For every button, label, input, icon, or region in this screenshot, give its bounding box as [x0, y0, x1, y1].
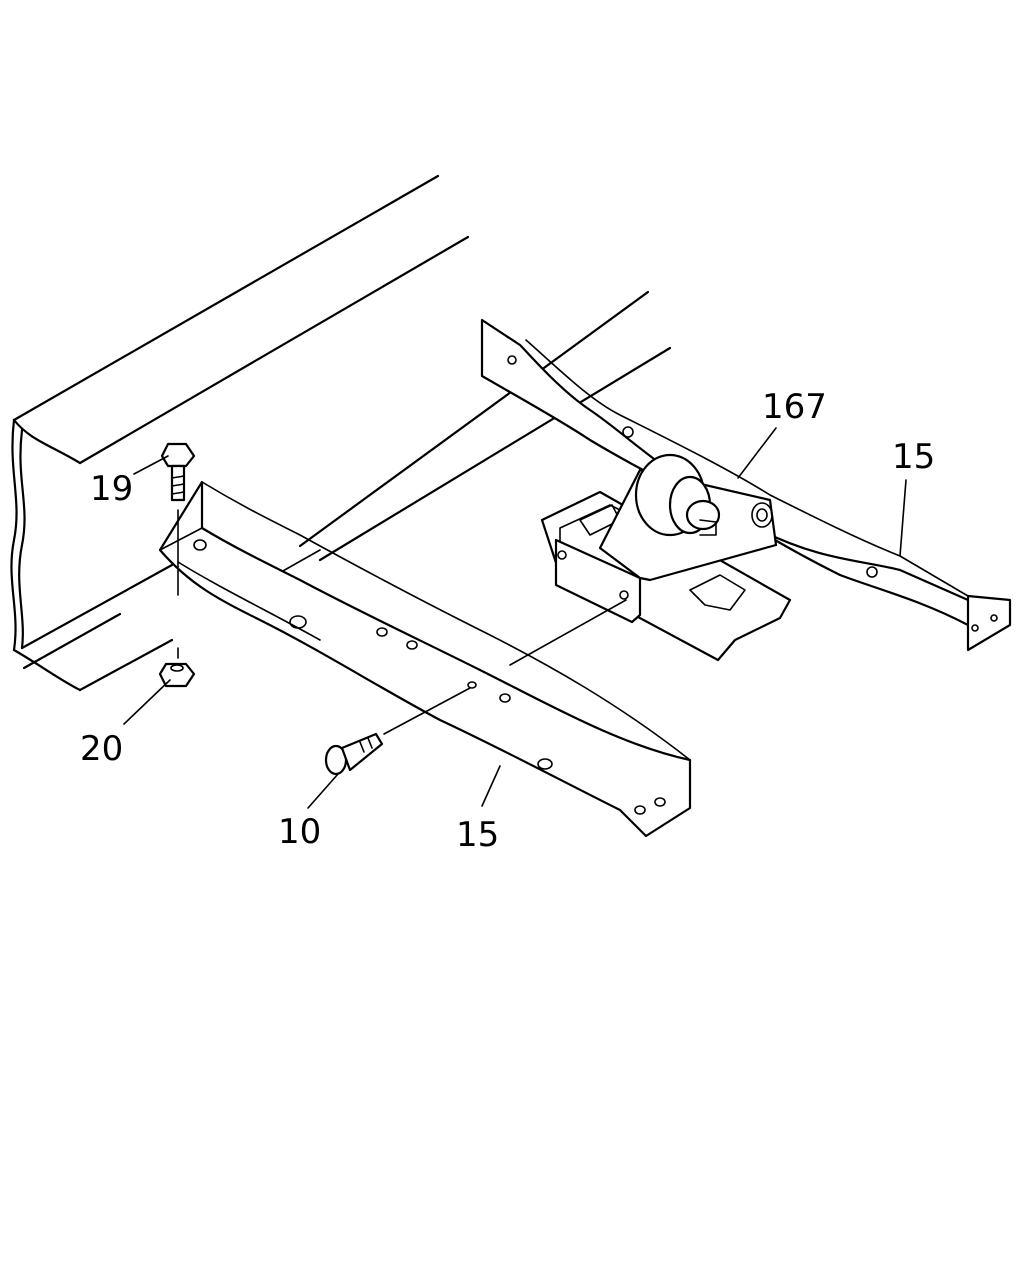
callout-15-rear: 15 — [892, 437, 935, 477]
leader-lines — [123, 427, 907, 809]
callout-167: 167 — [762, 387, 827, 427]
bolt-19 — [160, 442, 196, 596]
callout-19: 19 — [90, 469, 133, 509]
engine-mount-bracket — [540, 453, 792, 662]
bolt-10 — [324, 599, 627, 776]
callout-10: 10 — [278, 812, 321, 852]
callout-20: 20 — [80, 729, 123, 769]
crossmember-rear — [480, 318, 1012, 652]
nut-20 — [158, 647, 196, 688]
callout-15-front: 15 — [456, 815, 499, 855]
crossmember-front — [158, 480, 692, 838]
